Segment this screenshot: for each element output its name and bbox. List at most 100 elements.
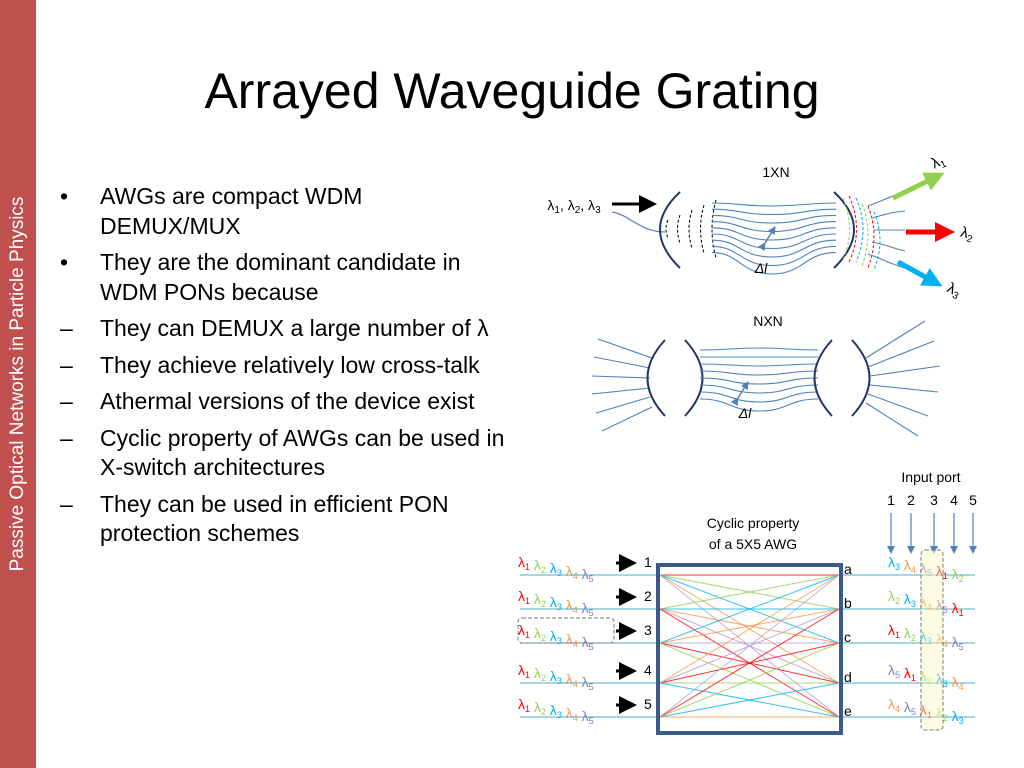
awg-1xn-right-wavefronts	[842, 195, 881, 271]
waveguide	[711, 252, 837, 275]
waveguide	[699, 398, 819, 412]
output-wavelengths: λ3 λ4 λ5 λ1 λ2	[888, 554, 964, 584]
bullet-marker: –	[60, 388, 73, 414]
input-wavelengths: λ1 λ2 λ3 λ4 λ5	[518, 622, 594, 652]
awg-1xn-output-label-2: λ2	[958, 224, 976, 246]
output-row-letter: b	[844, 595, 852, 611]
output-wavelengths: λ5 λ1 λ2 λ3 λ4	[888, 662, 964, 692]
awg-nxn-waveguides	[699, 347, 819, 412]
bullet-marker: •	[60, 183, 69, 209]
input-wavelengths: λ1 λ2 λ3 λ4 λ5	[518, 588, 594, 618]
input-row-number: 2	[644, 588, 652, 604]
cross-connection	[659, 642, 840, 718]
sidebar: Passive Optical Networks in Particle Phy…	[0, 0, 36, 768]
cyclic-rows: λ1 λ2 λ3 λ4 λ5 1 a λ3 λ4 λ5 λ1 λ2 λ1 λ2 λ3 λ…	[518, 554, 975, 726]
awg-nxn-output-fibers	[865, 320, 941, 437]
slide-title: Arrayed Waveguide Grating	[204, 63, 820, 119]
waveguide	[711, 214, 837, 224]
awg-1xn-output-arrow-3	[896, 259, 943, 287]
output-column-3-highlight	[920, 549, 944, 731]
awg-1xn-output-arrow-1	[891, 172, 945, 201]
input-row-number: 1	[644, 554, 652, 570]
waveguide	[699, 363, 819, 367]
awg-1xn-waveguides	[711, 202, 837, 275]
input-port-number: 4	[950, 492, 958, 508]
bullet-item: – Athermal versions of the device exist	[60, 387, 505, 417]
cross-connection	[659, 574, 840, 684]
bullet-item: • AWGs are compact WDM DEMUX/MUX	[60, 182, 505, 241]
awg-nxn-label: NXN	[753, 313, 783, 329]
awg-1xn-right-slab	[833, 191, 855, 269]
output-row-letter: e	[844, 703, 852, 719]
bullet-text: Cyclic property of AWGs can be used in X…	[100, 424, 505, 481]
input-row-number: 5	[644, 696, 652, 712]
cyclic-cross-connections	[659, 574, 840, 718]
awg-nxn-delta-arrow	[730, 381, 749, 407]
input-port-number: 3	[930, 492, 938, 508]
awg-nxn-right-output-slab	[851, 339, 871, 417]
input-port-arrows	[887, 513, 977, 554]
bullet-text: They can DEMUX a large number of λ	[100, 315, 489, 341]
cross-connection	[659, 574, 840, 610]
bullet-text: AWGs are compact WDM DEMUX/MUX	[100, 183, 363, 239]
bullet-item: –Cyclic property of AWGs can be used in …	[60, 424, 505, 483]
cross-connection	[659, 608, 840, 718]
input-port-number: 1	[887, 492, 895, 508]
bullet-marker: –	[60, 424, 73, 451]
input-wavelengths: λ1 λ2 λ3 λ4 λ5	[518, 662, 594, 692]
waveguide	[711, 239, 837, 258]
awg-1xn-output-label-3: λ3	[944, 279, 964, 302]
awg-nxn-left-input-slab	[646, 339, 666, 417]
output-row-letter: a	[844, 561, 852, 577]
output-row-letter: d	[844, 669, 852, 685]
cyclic-caption-line2: of a 5X5 AWG	[709, 536, 797, 552]
awg-1xn-input-fiber	[611, 211, 666, 233]
bullet-marker: –	[60, 490, 73, 517]
bullet-item: – They can DEMUX a large number of λ	[60, 314, 505, 344]
input-port-number: 5	[969, 492, 977, 508]
bullet-item: • They are the dominant candidate in WDM …	[60, 248, 505, 307]
awg-nxn-input-fibers	[591, 338, 653, 432]
input-row-number: 3	[644, 622, 652, 638]
cross-connection	[659, 574, 840, 644]
waveguide	[711, 202, 837, 207]
bullet-text: They are the dominant candidate in WDM P…	[100, 249, 461, 305]
waveguide	[699, 391, 819, 403]
input-row-number: 4	[644, 662, 652, 678]
awg-nxn-delta-label: Δl	[738, 405, 752, 421]
awg-nxn-left-output-slab	[684, 339, 704, 417]
input-wavelengths: λ1 λ2 λ3 λ4 λ5	[518, 696, 594, 726]
awg-1xn-left-wavefronts	[665, 199, 717, 259]
cross-connection	[659, 574, 840, 718]
awg-1xn-delta-arrow	[757, 226, 776, 252]
bullet-item: –They achieve relatively low cross-talk	[60, 351, 505, 381]
cross-connection	[659, 608, 840, 644]
waveguide	[711, 208, 837, 216]
waveguide	[699, 384, 819, 394]
awg-box	[656, 563, 843, 735]
awg-nxn-right-input-slab	[813, 339, 833, 417]
waveguide	[699, 377, 819, 385]
output-row-letter: c	[844, 629, 851, 645]
awg-1xn-left-slab	[659, 191, 681, 269]
cyclic-caption-line1: Cyclic property	[707, 515, 800, 531]
awg-1xn-output-label-1: λ1	[929, 151, 949, 174]
awg-1xn-delta-label: Δl	[754, 260, 768, 276]
waveguide	[711, 245, 837, 267]
awg-1xn-diagram: 1XN λ1, λ2, λ3 Δl	[547, 151, 976, 302]
bullet-marker: –	[60, 315, 73, 341]
awg-1xn-label: 1XN	[762, 164, 789, 180]
waveguide	[699, 347, 819, 351]
awg-nxn-diagram: NXN Δl	[591, 313, 941, 437]
bullet-text: Athermal versions of the device exist	[100, 388, 475, 414]
waveguide	[699, 370, 819, 376]
waveguide	[711, 233, 837, 250]
bullet-marker: •	[60, 249, 69, 275]
bullet-text: They achieve relatively low cross-talk	[100, 351, 480, 378]
bullet-text: They can be used in efficient PON protec…	[100, 490, 449, 547]
input-3-highlight	[517, 617, 615, 644]
awg-1xn-input-label: λ1, λ2, λ3	[547, 197, 601, 216]
